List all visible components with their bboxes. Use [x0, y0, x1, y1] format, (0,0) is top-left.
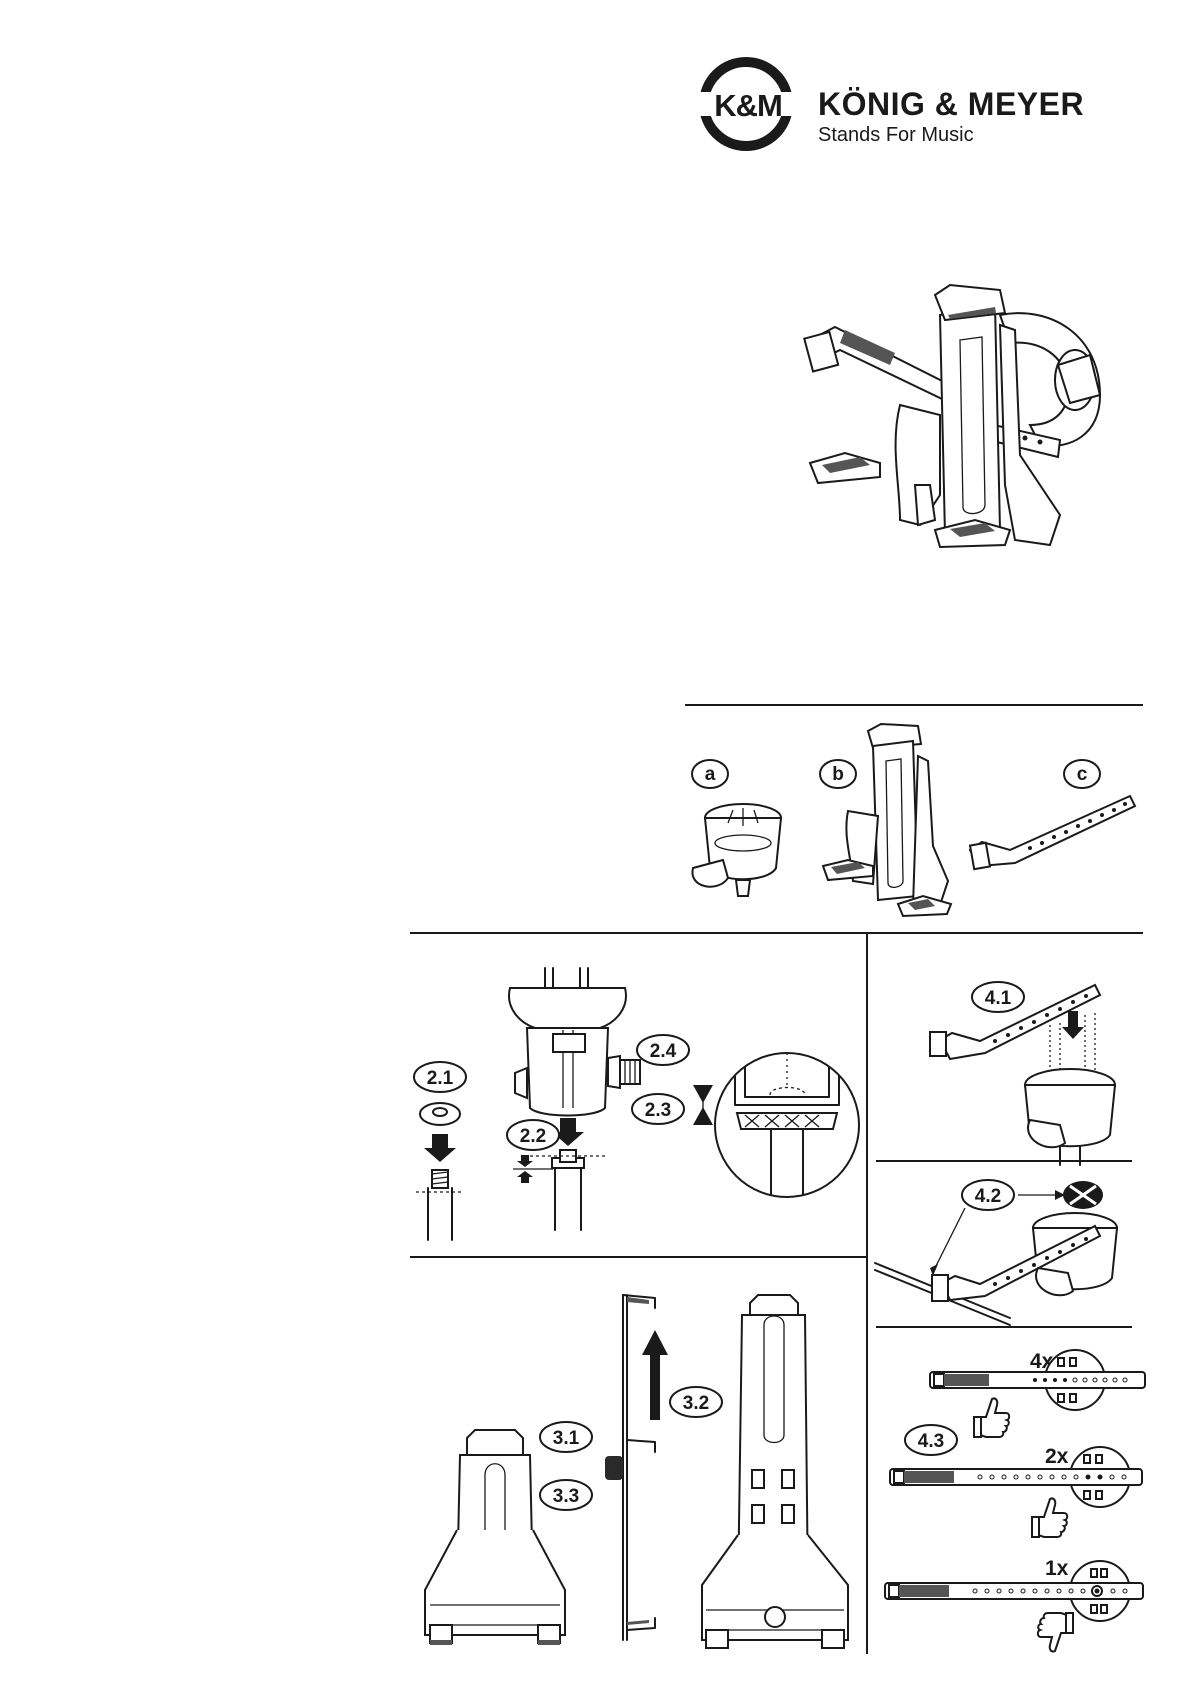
up-arrow-icon	[640, 1330, 670, 1430]
step-2-1: 2.1	[412, 1060, 472, 1240]
strap-wrong-drawing	[870, 1168, 1145, 1328]
strap-row-4x: 4x	[930, 1350, 1145, 1445]
part-a: a	[688, 758, 798, 903]
washer-drawing	[412, 1100, 472, 1240]
part-a-callout: a	[690, 758, 730, 790]
step-2-3: 2.3	[630, 1035, 855, 1245]
strap-4x-drawing	[930, 1350, 1145, 1445]
part-a-label: a	[705, 764, 716, 785]
gap-indicator-icon	[513, 1155, 553, 1195]
brand-header: K&M KÖNIG & MEYER Stands For Music	[700, 58, 1150, 153]
thumbs-down-icon	[1035, 1609, 1075, 1655]
panel-divider-4b	[876, 1326, 1132, 1328]
strap-1x-drawing	[885, 1557, 1145, 1652]
panel-divider-vertical	[866, 932, 868, 1654]
brand-tagline: Stands For Music	[818, 124, 974, 147]
step-2-2-label: 2.2	[520, 1126, 546, 1147]
thumbs-up-icon	[972, 1395, 1012, 1441]
strap-2x-drawing	[890, 1445, 1145, 1540]
step-3-3-label: 3.3	[553, 1486, 579, 1507]
part-c: c	[970, 758, 1145, 878]
panel-divider-horizontal-2	[410, 1256, 867, 1258]
parts-divider-top	[685, 704, 1143, 706]
strap-drawing	[970, 788, 1145, 878]
panel-divider-4a	[876, 1160, 1132, 1162]
product-main-drawing	[800, 285, 1120, 615]
step-2-3-label: 2.3	[645, 1100, 671, 1121]
brand-name: KÖNIG & MEYER	[818, 86, 1084, 123]
strap-row-1x: 1x	[885, 1557, 1145, 1657]
step-3-side: 3.2 3.1 3.3	[538, 1290, 708, 1640]
step-2-1-callout: 2.1	[412, 1060, 468, 1094]
step-4-2: 4.2	[870, 1168, 1145, 1328]
step-3-3-callout: 3.3	[538, 1478, 594, 1512]
panel-divider-horizontal-1	[410, 932, 1143, 934]
step-2-3-callout: 2.3	[630, 1092, 686, 1126]
holder-extended-drawing	[690, 1295, 860, 1655]
step-2-2-callout: 2.2	[505, 1118, 561, 1152]
gap-detail-icon	[688, 1085, 718, 1135]
arrow-icon	[424, 1134, 456, 1162]
step-2-1-label: 2.1	[427, 1068, 454, 1089]
step-3-1-callout: 3.1	[538, 1420, 594, 1454]
tablet-holder-drawing	[823, 716, 953, 916]
step-4-3: 4.3 4x 2x	[870, 1335, 1145, 1660]
detail-circle-drawing	[715, 1035, 860, 1235]
step-3-1-label: 3.1	[553, 1428, 580, 1449]
strap-attach-drawing	[870, 975, 1145, 1165]
step-4-1: 4.1	[870, 975, 1145, 1165]
thumbs-up-icon	[1030, 1495, 1070, 1541]
part-c-label: c	[1077, 764, 1088, 785]
logo-initials: K&M	[692, 88, 804, 124]
part-c-callout: c	[1062, 758, 1102, 790]
part-b: b	[818, 716, 958, 916]
head-adapter-drawing	[688, 798, 798, 908]
